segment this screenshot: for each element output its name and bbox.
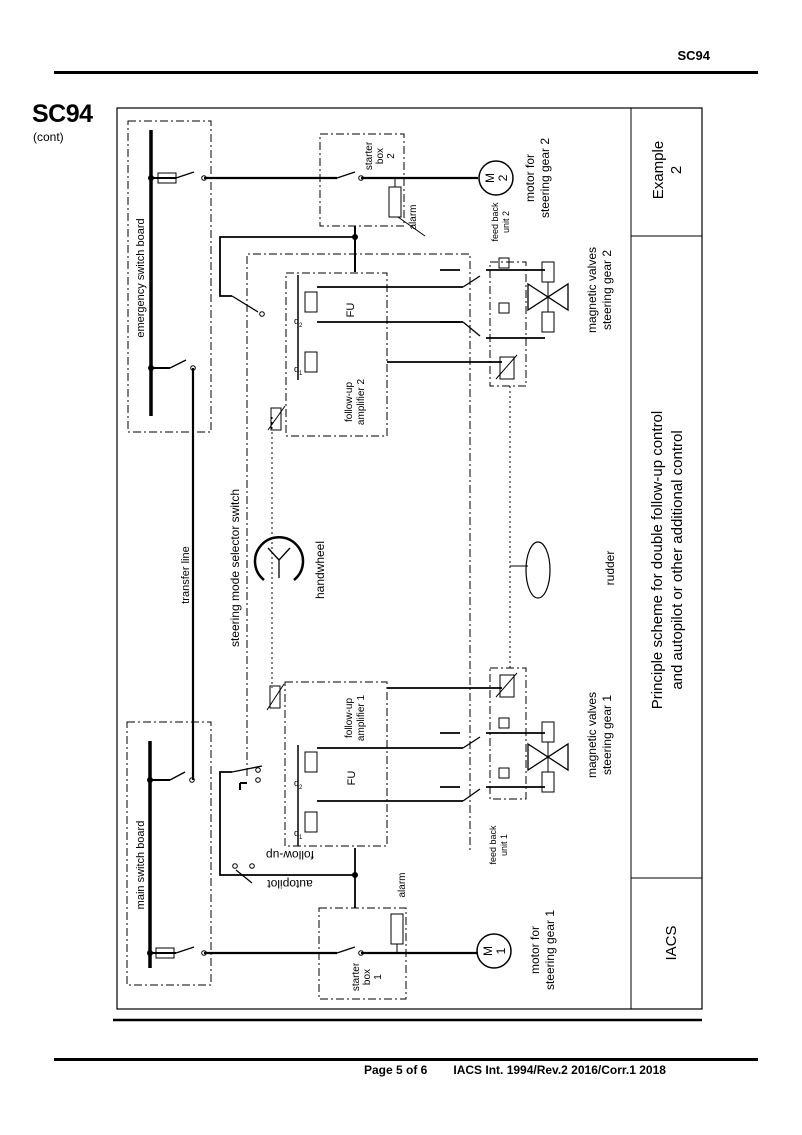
d1-label-top: d — [294, 364, 299, 374]
example-label: Example — [650, 141, 667, 199]
motor-1-symbol — [476, 933, 512, 969]
side-code: SC94 — [32, 100, 93, 128]
starter-box-2-label: starter — [364, 141, 375, 170]
handwheel-symbol — [253, 536, 305, 581]
d2-label-top: d — [294, 316, 299, 326]
starter-box-1-box: box — [362, 969, 373, 985]
motor-2-label-1: motor for — [523, 154, 537, 202]
footer-reference: IACS Int. 1994/Rev.2 2016/Corr.1 2018 — [453, 1063, 666, 1077]
starter-box-2-number: 2 — [386, 153, 397, 159]
feedback-2-label-2: unit 2 — [501, 211, 511, 233]
motor-1-label-1: motor for — [528, 926, 542, 974]
main-switch-board — [126, 721, 212, 986]
rudder-label: rudder — [603, 551, 617, 586]
header-code: SC94 — [677, 48, 710, 63]
starter-box-1-label: starter — [351, 962, 362, 991]
d2-label-bottom: d — [294, 778, 299, 788]
feedback-unit-2 — [489, 261, 527, 387]
alarm-2-label: alarm — [408, 204, 419, 229]
amp-1-label-1: follow-up — [344, 698, 355, 738]
handwheel-label: handwheel — [313, 541, 327, 599]
iacs-label: IACS — [663, 925, 680, 960]
emergency-switch-board — [127, 120, 212, 433]
starter-box-1-number: 1 — [373, 974, 384, 980]
valve-2-symbol — [527, 282, 569, 312]
alarm-1-label: alarm — [397, 872, 408, 897]
valves-1-label-2: steering gear 1 — [600, 695, 614, 775]
follow-up-amplifier-2 — [285, 272, 388, 437]
main-switch-board-label: main switch board — [135, 821, 147, 910]
emergency-switch-board-label: emergency switch board — [135, 218, 147, 337]
motor-2-letter: M — [483, 173, 497, 183]
diagram-title-line1: Principle scheme for double follow-up co… — [649, 411, 666, 709]
feedback-1-label-1: feed back — [488, 825, 498, 865]
footer-rule — [54, 1058, 758, 1061]
follow-up-amplifier-1 — [284, 681, 388, 847]
amp-2-label-2: amplifier 2 — [356, 379, 367, 426]
header-rule — [54, 71, 758, 74]
d1-label-bottom: d — [294, 828, 299, 838]
svg-text:2: 2 — [299, 323, 303, 329]
motor-2-number: 2 — [496, 174, 510, 181]
autopilot-label: autopilot — [267, 877, 313, 891]
follow-up-label: follow-up — [266, 848, 314, 862]
feedback-1-label-2: unit 1 — [499, 834, 509, 856]
valves-2-label-1: magnetic valves — [585, 247, 599, 333]
amp-1-label-2: amplifier 1 — [356, 695, 367, 742]
footer-page: Page 5 of 6 — [364, 1063, 428, 1077]
feedback-unit-1 — [489, 667, 527, 800]
svg-text:1: 1 — [299, 835, 303, 841]
diagram-title-line2: and autopilot or other additional contro… — [669, 430, 686, 689]
motor-1-letter: M — [481, 946, 495, 956]
steering-mode-selector-switch-label: steering mode selector switch — [228, 489, 242, 647]
rudder-symbol — [525, 541, 551, 599]
diagram-frame — [116, 107, 703, 1010]
valves-2-label-2: steering gear 2 — [600, 250, 614, 330]
valves-1-label-1: magnetic valves — [585, 692, 599, 778]
motor-2-label-2: steering gear 2 — [538, 138, 552, 218]
transfer-line-label: transfer line — [180, 546, 192, 603]
fu-2-label: FU — [345, 303, 357, 318]
svg-text:1: 1 — [299, 371, 303, 377]
svg-text:2: 2 — [299, 785, 303, 791]
valve-1-symbol — [527, 742, 569, 772]
fu-1-label: FU — [346, 771, 358, 786]
starter-box-2-box: box — [375, 148, 386, 164]
motor-2-symbol — [478, 160, 514, 196]
steering-mode-selector-switch — [246, 253, 471, 850]
footer: Page 5 of 6 IACS Int. 1994/Rev.2 2016/Cor… — [364, 1063, 666, 1077]
motor-1-number: 1 — [494, 947, 508, 954]
example-number: 2 — [668, 166, 685, 174]
side-cont: (cont) — [33, 130, 64, 144]
motor-1-label-2: steering gear 1 — [543, 910, 557, 990]
amp-2-label-1: follow-up — [344, 382, 355, 422]
feedback-2-label-1: feed back — [490, 202, 500, 242]
starter-box-2 — [319, 133, 405, 227]
